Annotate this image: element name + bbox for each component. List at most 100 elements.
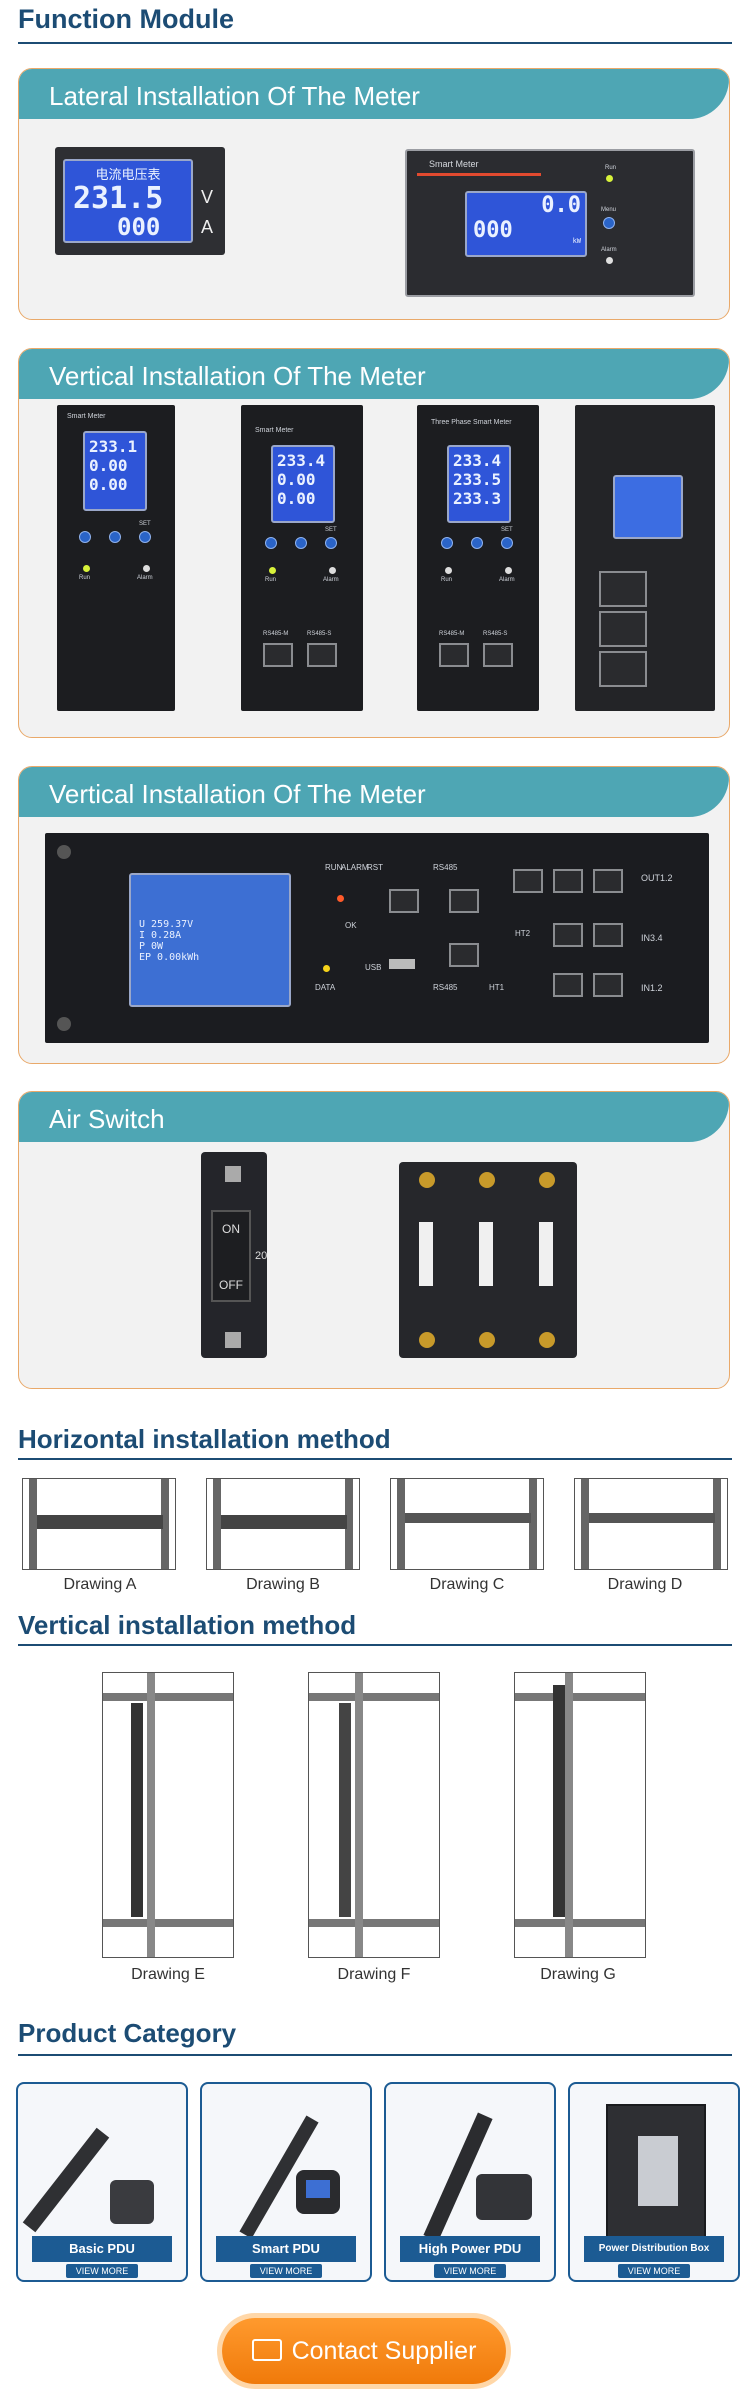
section-divider <box>18 2054 732 2056</box>
socket-icon <box>476 2174 532 2220</box>
section-divider <box>18 1644 732 1646</box>
rack-rail <box>713 1479 721 1569</box>
meter-lateral-wide: Smart Meter 0.0 000 kW Run Menu Alarm <box>405 149 695 297</box>
view-more-button[interactable]: VIEW MORE <box>434 2264 506 2278</box>
vertical-meter-panel-2: Smart Meter 233.4 0.00 0.00 SET Run Alar… <box>241 405 363 711</box>
switch-on-label: ON <box>222 1222 240 1236</box>
alarm-led <box>505 567 512 574</box>
card-header: Vertical Installation Of The Meter <box>19 349 729 399</box>
contact-supplier-label: Contact Supplier <box>291 2337 477 2365</box>
socket-icon <box>110 2180 154 2224</box>
panel-button-2[interactable] <box>295 537 307 549</box>
panel-button-3[interactable] <box>325 537 337 549</box>
menu-button[interactable] <box>603 217 615 229</box>
breaker-panel <box>638 2136 678 2206</box>
alarm-led <box>329 567 336 574</box>
rj45-port <box>599 611 647 647</box>
port-label-m: RS485-M <box>439 631 465 637</box>
section-divider <box>18 1458 732 1460</box>
wide-label-ht2: HT2 <box>515 929 531 938</box>
toggle-handle[interactable] <box>539 1222 553 1286</box>
screw-icon <box>225 1332 241 1348</box>
toggle-handle[interactable] <box>479 1222 493 1286</box>
section-title-horizontal: Horizontal installation method <box>18 1424 391 1454</box>
rack-rail <box>529 1479 537 1569</box>
wide-label-usb: USB <box>365 963 382 972</box>
category-card-high-power-pdu[interactable]: High Power PDU VIEW MORE <box>384 2082 556 2282</box>
port-label-s: RS485-S <box>307 631 332 637</box>
alarm-label: Alarm <box>323 577 339 583</box>
caption-drawing-c: Drawing C <box>429 1576 505 1593</box>
meter-readout-bottom: 000 <box>473 218 513 243</box>
panel-button-3[interactable] <box>139 531 151 543</box>
display-screen <box>306 2180 330 2198</box>
rack-rail <box>147 1673 155 1957</box>
category-label: Power Distribution Box <box>584 2236 724 2262</box>
drawing-g <box>514 1672 646 1958</box>
switch-rocker[interactable]: ON OFF <box>211 1210 251 1302</box>
view-more-button[interactable]: VIEW MORE <box>66 2264 138 2278</box>
contact-supplier-button[interactable]: Contact Supplier <box>222 2318 506 2384</box>
card-header-title: Vertical Installation Of The Meter <box>49 779 426 809</box>
category-card-smart-pdu[interactable]: Smart PDU VIEW MORE <box>200 2082 372 2282</box>
caption-drawing-a: Drawing A <box>63 1576 137 1593</box>
horizontal-pdu <box>589 1513 715 1523</box>
panel-button-1[interactable] <box>265 537 277 549</box>
rj45-port <box>553 923 583 947</box>
card-header: Vertical Installation Of The Meter <box>19 767 729 817</box>
card-air-switch: Air Switch ON OFF 20 <box>18 1091 730 1389</box>
red-stripe <box>417 173 541 176</box>
category-card-basic-pdu[interactable]: Basic PDU VIEW MORE <box>16 2082 188 2282</box>
wide-lcd-line: P 0W <box>139 941 164 952</box>
drawing-e <box>102 1672 234 1958</box>
category-label: Smart PDU <box>216 2236 356 2262</box>
horizontal-pdu <box>221 1515 347 1529</box>
wide-label-in12: IN1.2 <box>641 983 663 993</box>
vertical-pdu <box>553 1685 565 1917</box>
panel-button-1[interactable] <box>79 531 91 543</box>
panel-lcd: 233.1 0.00 0.00 <box>83 431 147 511</box>
panel-button-3[interactable] <box>501 537 513 549</box>
panel-button-2[interactable] <box>109 531 121 543</box>
port-label-s: RS485-S <box>483 631 508 637</box>
rack-rail <box>161 1479 169 1569</box>
rj45-port <box>307 643 337 667</box>
wide-lcd-line: EP 0.00kWh <box>139 952 200 963</box>
rj45-port <box>553 973 583 997</box>
lcd-line-2: 0.00 <box>277 470 316 489</box>
wide-label-ht1: HT1 <box>489 983 505 992</box>
rj45-port <box>483 643 513 667</box>
wide-label-alarm: ALARM <box>341 863 369 872</box>
alarm-led <box>143 565 150 572</box>
view-more-button[interactable]: VIEW MORE <box>250 2264 322 2278</box>
meter-lcd: 电流电压表 231.5 000 <box>63 159 193 243</box>
toggle-handle[interactable] <box>419 1222 433 1286</box>
rack-rail <box>213 1479 221 1569</box>
screw-icon <box>57 845 71 859</box>
lcd-line-3: 0.00 <box>89 475 128 494</box>
rj45-port <box>593 869 623 893</box>
menu-label: Menu <box>601 207 617 213</box>
panel-button-2[interactable] <box>471 537 483 549</box>
section-title-vertical: Vertical installation method <box>18 1610 357 1640</box>
caption-drawing-f: Drawing F <box>337 1966 411 1983</box>
panel-button-1[interactable] <box>441 537 453 549</box>
card-lateral-installation: Lateral Installation Of The Meter 电流电压表 … <box>18 68 730 320</box>
drawing-f <box>308 1672 440 1958</box>
single-pole-switch: ON OFF 20 <box>201 1152 267 1358</box>
rj45-port <box>263 643 293 667</box>
rack-rail <box>355 1673 363 1957</box>
caption-drawing-e: Drawing E <box>131 1966 205 1983</box>
rj45-port <box>513 869 543 893</box>
meter-unit-kw: kW <box>572 237 581 245</box>
category-card-power-distribution-box[interactable]: Power Distribution Box VIEW MORE <box>568 2082 740 2282</box>
run-label: Run <box>441 577 453 583</box>
section-divider <box>18 42 732 44</box>
triple-pole-switch <box>399 1162 577 1358</box>
card-header-title: Air Switch <box>49 1104 165 1134</box>
vertical-meter-panel-3: Three Phase Smart Meter 233.4 233.5 233.… <box>417 405 539 711</box>
category-label: Basic PDU <box>32 2236 172 2262</box>
wide-lcd: U 259.37V I 0.28A P 0W EP 0.00kWh <box>129 873 291 1007</box>
view-more-button[interactable]: VIEW MORE <box>618 2264 690 2278</box>
rj45-port <box>599 571 647 607</box>
